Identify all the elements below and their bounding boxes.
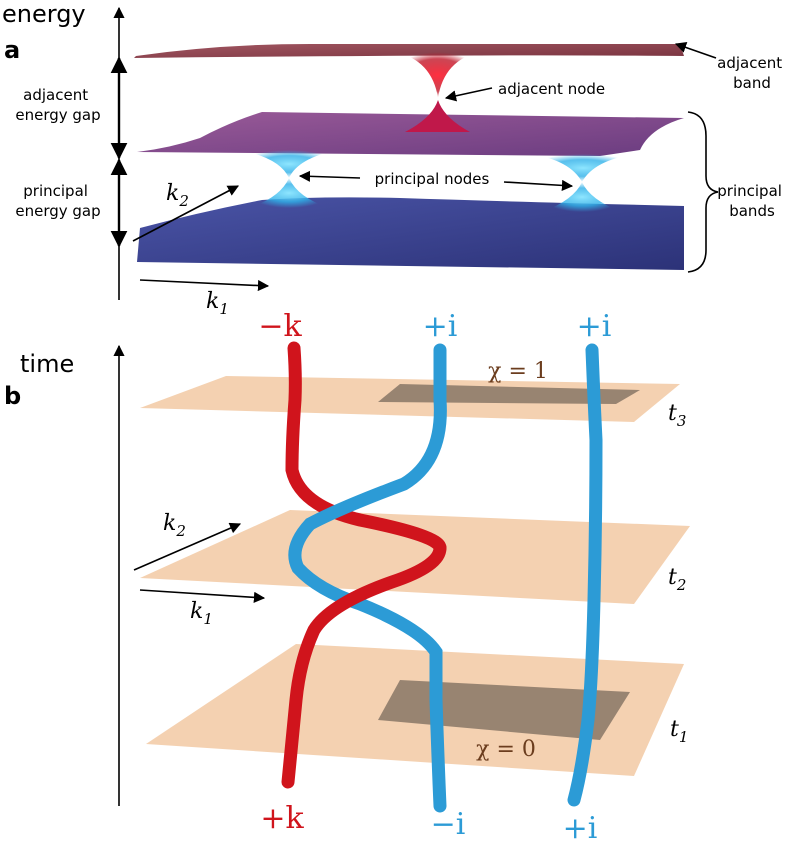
t1-label: t1 [670,717,688,746]
principal-bands-brace [687,111,719,273]
adjacent-band [134,44,684,58]
red-strand-lower [281,541,447,789]
panel-a: a energy adjacent energy gap principal e… [2,0,787,318]
bottom-principal-band [137,197,684,270]
middle-principal-band [137,112,684,156]
panel-b-label: b [4,382,21,410]
k1-arrow-b [139,589,266,603]
adjacent-node-cone-lower [405,100,470,132]
t2-label: t2 [668,565,686,594]
principal-nodes-label: principal nodes [375,170,490,188]
bottom-label-plus-k: +k [260,801,304,836]
k2-arrow-a [132,185,239,242]
principal-node-right-upper [530,154,636,182]
principal-node-right-lower [542,182,622,212]
adjacent-band-label: adjacent band [717,54,787,92]
principal-nodes-pointer-left [298,170,361,182]
principal-nodes-pointer-right [503,179,574,191]
plane-t2 [140,510,690,604]
adjacent-node-pointer [444,87,493,102]
panel-a-label: a [4,36,20,64]
adjacent-node-cone-upper [395,52,480,98]
bottom-label-minus-i: −i [431,807,466,842]
k2-label-b: k2 [163,511,186,540]
time-axis-label: time [20,350,74,378]
blue-strand-upper [288,343,447,813]
panel-b: b time −k +i +i +k −i +i k2 k1 t3 t2 t1 … [4,309,690,846]
adjacent-node-label: adjacent node [498,80,605,98]
adjacent-gap-label: adjacent energy gap [15,86,100,124]
principal-node-left-lower [248,178,330,208]
blue-strand-right [567,343,603,807]
t3-label: t3 [668,401,686,430]
energy-axis-label: energy [2,0,86,28]
chern-number-bottom: χ = 0 [476,737,536,762]
k1-label-a: k1 [206,289,229,318]
k1-arrow-a [139,279,270,292]
principal-node-left-upper [240,150,338,178]
top-label-minus-k: −k [258,309,302,344]
bottom-label-plus-i: +i [563,811,598,846]
principal-bands-label: principal bands [717,182,786,220]
k2-label-a: k2 [166,181,189,210]
principal-gap-label: principal energy gap [15,182,100,220]
top-label-plus-i-center: +i [423,309,458,344]
chern-number-top: χ = 1 [488,359,548,384]
red-strand-upper [285,341,447,555]
top-label-plus-i-right: +i [577,309,612,344]
adjacent-band-pointer [674,42,717,59]
k2-arrow-b [133,522,242,571]
k1-label-b: k1 [190,599,213,628]
